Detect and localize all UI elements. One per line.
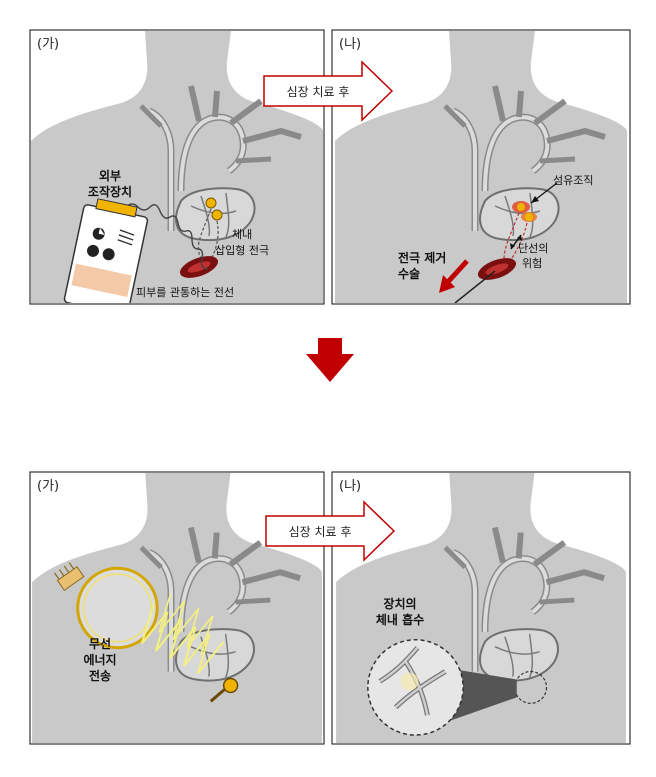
arrow-label: 심장 치료 후 [289,525,352,539]
panel-top-right: (나) 섬유조직 단선의 위험 전극 제거 수술 [331,29,631,305]
arrow-after-treatment: 심장 치료 후 [265,500,396,562]
panel-bottom-right: (나) 장치의 체내 흡수 [331,471,631,745]
arrow-after-treatment: 심장 치료 후 [263,60,394,122]
electrode-label: 삽입형 전극 [215,244,269,257]
break-risk-label: 단선의 [518,242,548,255]
wireless-label: 무선 [89,636,111,651]
fibrosis-label: 섬유조직 [553,174,593,187]
device-label: 외부 [99,168,121,183]
panel-label: (가) [37,479,59,494]
panel-bottom-left: (가) 무선 에너지 전송 [29,471,325,745]
down-arrow-icon [306,338,354,382]
device-label: 조작장치 [88,184,132,199]
surgery-label: 전극 제거 [398,250,446,265]
surgery-label: 수술 [398,267,420,281]
absorb-label: 체내 흡수 [376,612,424,627]
arrow-label: 심장 치료 후 [287,85,350,99]
wireless-label: 전송 [89,668,111,683]
panel-top-left: (가) 외부 조작장치 체내 삽입형 전극 피부를 관통하는 전선 [29,29,325,305]
break-risk-label: 위험 [522,257,542,270]
absorb-label: 장치의 [383,596,416,611]
electrode-label: 체내 [232,228,252,241]
panel-label: (가) [37,37,59,52]
wire-label: 피부를 관통하는 전선 [136,285,234,299]
panel-label: (나) [339,479,361,494]
panel-label: (나) [339,37,361,52]
wireless-label: 에너지 [83,652,116,667]
